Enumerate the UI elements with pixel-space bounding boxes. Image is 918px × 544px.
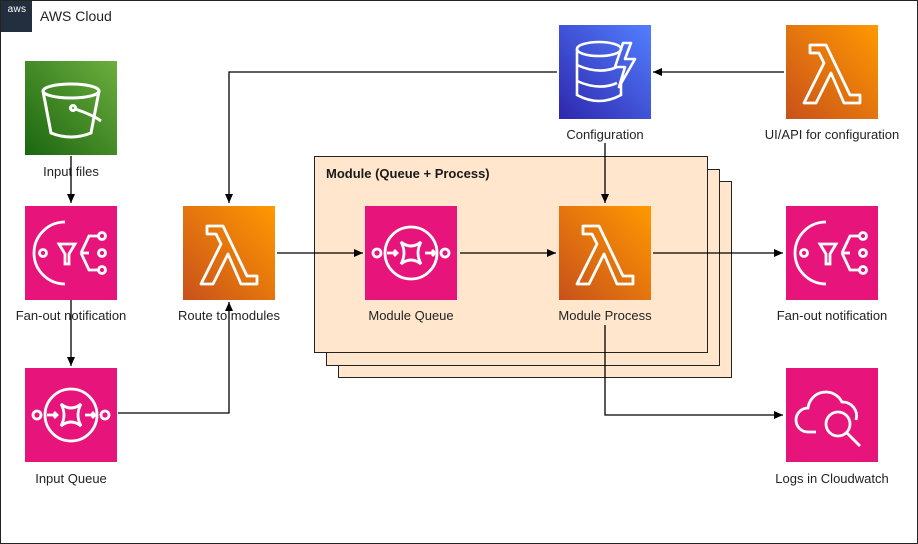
s3-bucket-icon: [25, 61, 117, 155]
arrow-inputqueue-to-route: [118, 302, 233, 414]
module-process-label: Module Process: [558, 308, 652, 323]
arrow-process-to-logs: [604, 325, 783, 419]
configuration-label: Configuration: [566, 127, 644, 142]
fanout-notification-right-label: Fan-out notification: [776, 308, 888, 323]
aws-cloud-label: AWS Cloud: [40, 8, 112, 24]
aws-logo-text: aws: [7, 4, 27, 15]
arrow-config-to-route: [225, 71, 557, 203]
sqs-queue-icon: [25, 368, 117, 462]
lambda-icon: [786, 25, 878, 119]
cloudwatch-logs-icon: [786, 368, 878, 462]
aws-logo-icon: aws: [1, 1, 32, 32]
input-files-label: Input files: [43, 164, 99, 179]
module-queue-label: Module Queue: [368, 308, 454, 323]
sns-topic-icon: [25, 206, 117, 300]
ui-api-label: UI/API for configuration: [764, 127, 900, 142]
lambda-icon: [183, 206, 275, 300]
module-title: Module (Queue + Process): [326, 166, 490, 181]
dynamodb-icon: [559, 25, 651, 119]
sqs-queue-icon: [365, 206, 457, 300]
sns-topic-icon: [786, 206, 878, 300]
lambda-icon: [559, 206, 651, 300]
fanout-notification-left-label: Fan-out notification: [15, 308, 127, 323]
route-to-modules-label: Route to modules: [178, 308, 280, 323]
logs-cloudwatch-label: Logs in Cloudwatch: [775, 471, 889, 486]
input-queue-label: Input Queue: [35, 471, 107, 486]
